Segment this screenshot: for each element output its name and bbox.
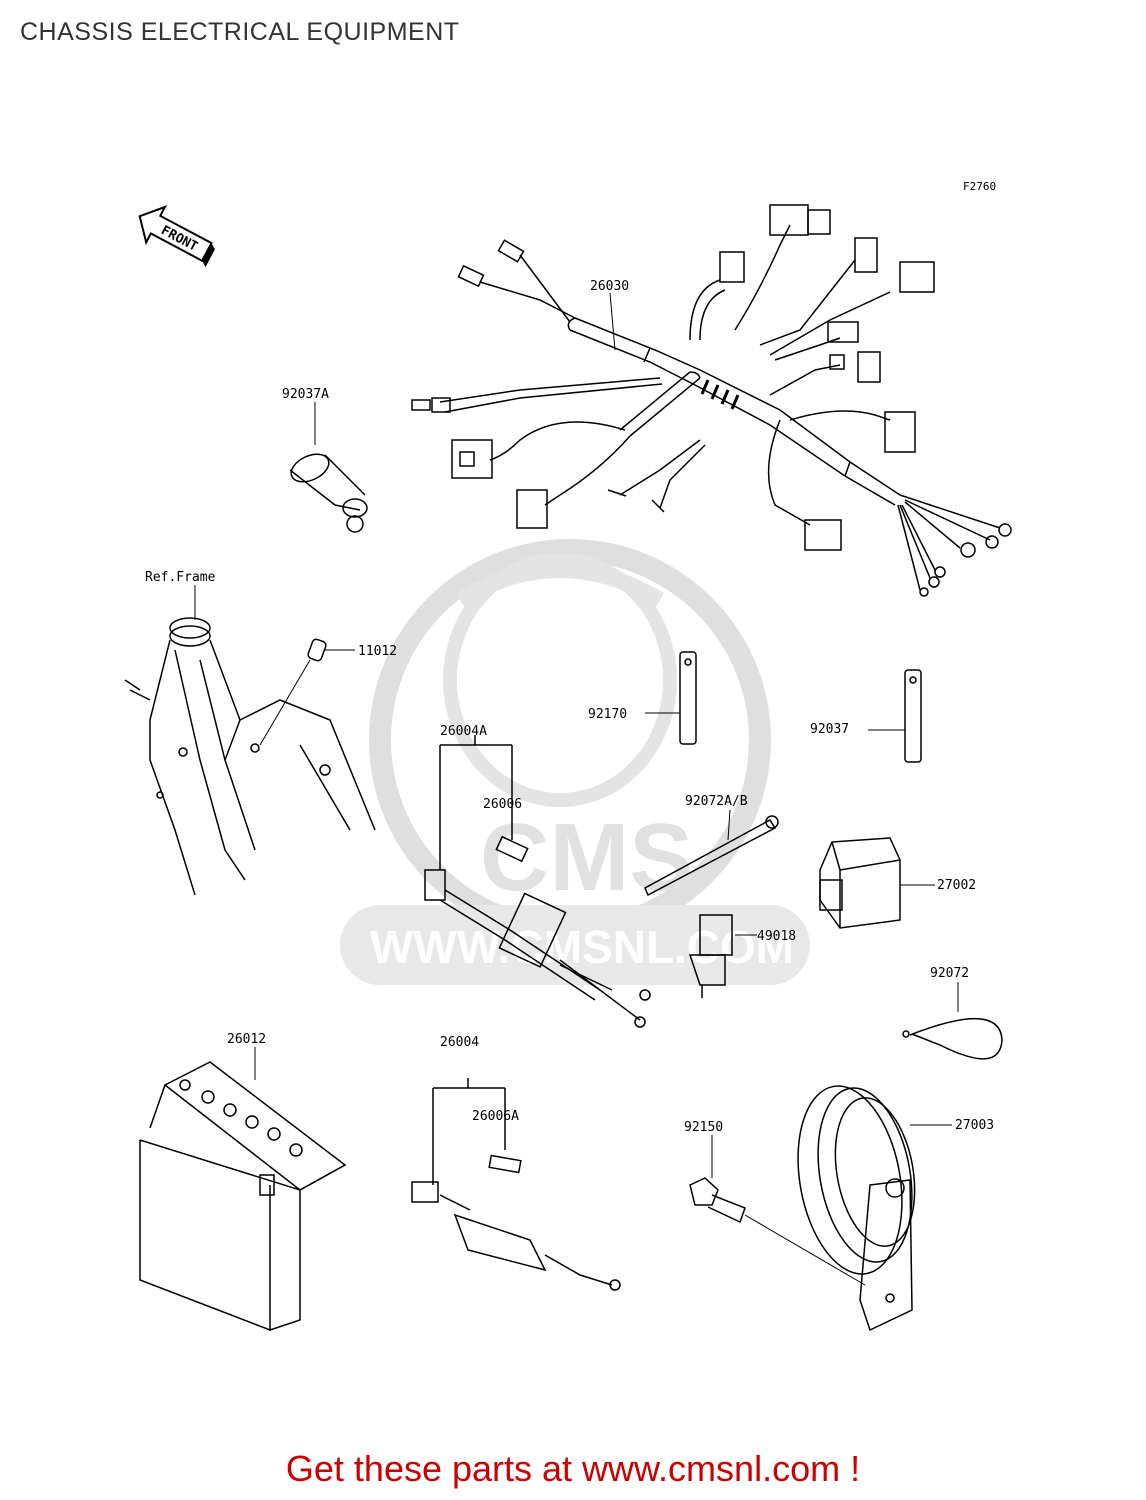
- relay-27002: [819, 837, 901, 929]
- label-26006A: 26006A: [472, 1109, 519, 1124]
- watermark-logo-text: CMS: [480, 804, 693, 911]
- main-wiring-harness: [411, 204, 1012, 597]
- label-92150: 92150: [684, 1120, 723, 1135]
- page-title: CHASSIS ELECTRICAL EQUIPMENT: [20, 18, 460, 46]
- fuse-holder-26004: [411, 1078, 621, 1291]
- label-27003: 27003: [955, 1118, 994, 1133]
- label-26004: 26004: [440, 1035, 479, 1050]
- label-92037A: 92037A: [282, 387, 329, 402]
- label-49018: 49018: [757, 929, 796, 944]
- label-92037: 92037: [810, 722, 849, 737]
- figure-code: F2760: [963, 180, 997, 193]
- label-26012: 26012: [227, 1032, 266, 1047]
- watermark-url-text: WWW.CMSNL.COM: [370, 921, 794, 973]
- cap-11012: [259, 638, 355, 746]
- strap-92037: [904, 669, 922, 763]
- label-26006: 26006: [483, 797, 522, 812]
- front-arrow-icon: FRONT: [138, 205, 215, 268]
- label-92072AB: 92072A/B: [685, 794, 748, 809]
- cms-watermark: CMS WWW.CMSNL.COM: [340, 539, 810, 985]
- socket-49018: [688, 914, 733, 998]
- label-26004A: 26004A: [440, 724, 487, 739]
- fuse-holder-26004A: [424, 735, 651, 1028]
- label-92072: 92072: [930, 966, 969, 981]
- label-92170: 92170: [588, 707, 627, 722]
- bolt-92150: [689, 1177, 866, 1286]
- label-11012: 11012: [358, 644, 397, 659]
- cable-tie-92072AB: [644, 815, 779, 897]
- cmsnl-banner-link[interactable]: Get these parts at www.cmsnl.com !: [285, 1448, 861, 1489]
- parts-diagram: CMS WWW.CMSNL.COM FRONT: [124, 204, 1012, 1332]
- reference-frame: [124, 617, 376, 896]
- horn-27003: [797, 1085, 916, 1332]
- ref-frame-label: Ref.Frame: [145, 570, 216, 585]
- label-27002: 27002: [937, 878, 976, 893]
- tie-loop-92072: [902, 1018, 1003, 1060]
- strap-92170: [679, 651, 697, 745]
- label-26030: 26030: [590, 279, 629, 294]
- clamp-92037A: [289, 453, 368, 533]
- battery-26012: [139, 1061, 347, 1332]
